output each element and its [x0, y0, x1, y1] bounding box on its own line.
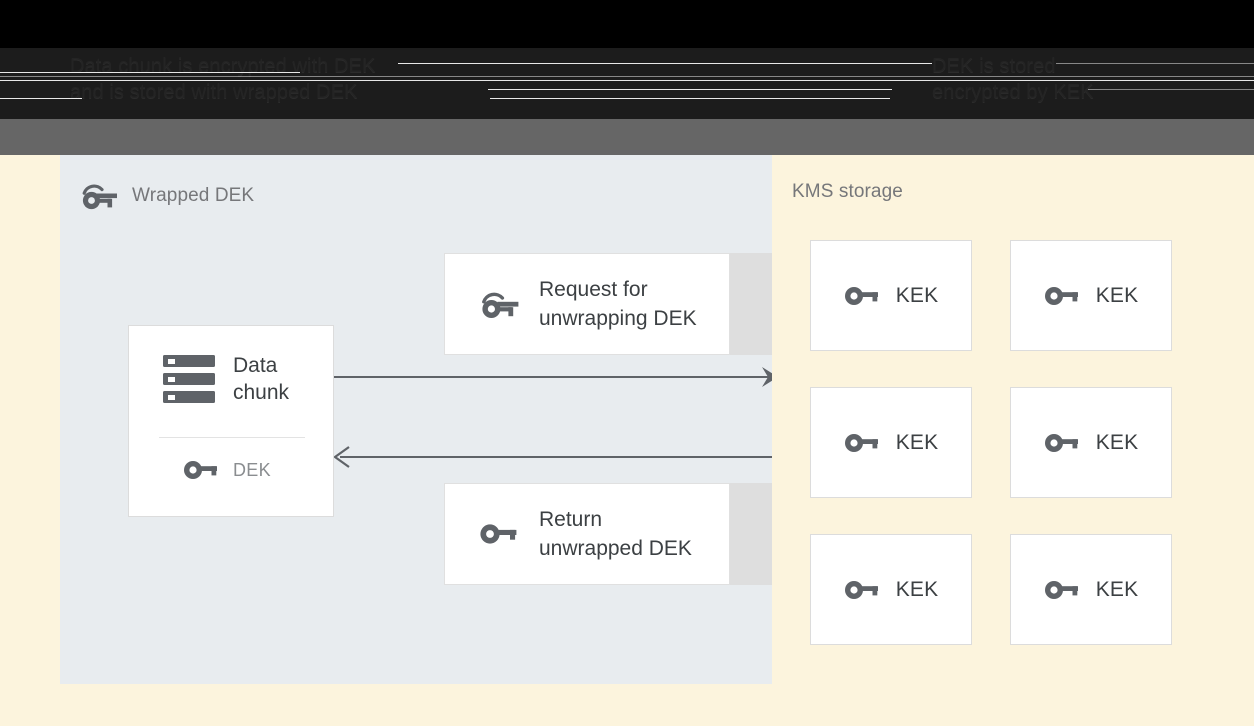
key-icon [844, 284, 880, 308]
kms-storage-header: KMS storage [792, 181, 903, 203]
kek-label: KEK [1095, 430, 1139, 454]
overlay-strike-line [1056, 63, 1254, 64]
overlay-strike-line [490, 98, 890, 99]
client-panel-title: Wrapped DEK [132, 185, 255, 206]
data-chunk-divider [159, 437, 305, 438]
overlay-strike-line [398, 63, 932, 64]
return-unwrapped-card[interactable]: Return unwrapped DEK [444, 483, 730, 585]
request-unwrapping-label: Request for unwrapping DEK [539, 278, 697, 330]
key-icon [1044, 578, 1080, 602]
overlay-strike-line [1088, 89, 1254, 90]
request-unwrapping-card[interactable]: Request for unwrapping DEK [444, 253, 730, 355]
overlay-strike-line [488, 89, 892, 90]
kek-box[interactable]: KEK [810, 240, 972, 351]
kek-box[interactable]: KEK [1010, 240, 1172, 351]
overlay-caption-right: DEK is stored encrypted by KEK [932, 55, 1094, 103]
overlay-caption-band: Data chunk is encrypted with DEK and is … [0, 48, 1254, 119]
key-icon [844, 431, 880, 455]
kek-grid: KEK KEK [810, 240, 1172, 645]
kek-box[interactable]: KEK [810, 387, 972, 498]
overlay-caption-left: Data chunk is encrypted with DEK and is … [70, 55, 376, 103]
overlay-strike-line [0, 80, 1254, 81]
overlay-strike-line [0, 76, 1254, 77]
arrow-return-head [332, 446, 352, 473]
data-chunk-card[interactable]: Data chunk DEK [128, 325, 334, 517]
kek-label: KEK [895, 430, 939, 454]
kms-storage-panel: KMS storage KEK [772, 155, 1254, 684]
arrow-request-head [760, 366, 780, 393]
data-chunk-dek-label: DEK [233, 459, 271, 480]
key-icon [183, 458, 219, 482]
arrow-return-line [340, 456, 772, 458]
overlay-gray-bar [0, 119, 1254, 155]
key-icon [1044, 284, 1080, 308]
overlay-strike-line [0, 72, 300, 73]
kek-label: KEK [1095, 577, 1139, 601]
kek-label: KEK [895, 577, 939, 601]
kek-box[interactable]: KEK [1010, 387, 1172, 498]
key-icon [1044, 431, 1080, 455]
kek-box[interactable]: KEK [810, 534, 972, 645]
data-chunk-label: Data chunk [233, 354, 290, 404]
return-card-tail [730, 483, 772, 585]
request-card-tail [730, 253, 772, 355]
key-icon [479, 521, 519, 547]
data-chunk-top: Data chunk [129, 326, 333, 406]
data-chunk-dek-row: DEK [183, 458, 271, 482]
overlay-black-bar [0, 0, 1254, 48]
wrapped-dek-header: Wrapped DEK [80, 181, 254, 211]
key-icon [844, 578, 880, 602]
kms-storage-title: KMS storage [792, 181, 903, 202]
arrow-request-line [334, 376, 772, 378]
kek-label: KEK [895, 283, 939, 307]
server-stack-icon [161, 352, 217, 406]
kek-label: KEK [1095, 283, 1139, 307]
kek-box[interactable]: KEK [1010, 534, 1172, 645]
overlay-strike-line [0, 98, 82, 99]
return-unwrapped-label: Return unwrapped DEK [539, 508, 692, 560]
wrapped-key-icon [80, 181, 118, 211]
wrapped-key-icon [479, 288, 519, 320]
